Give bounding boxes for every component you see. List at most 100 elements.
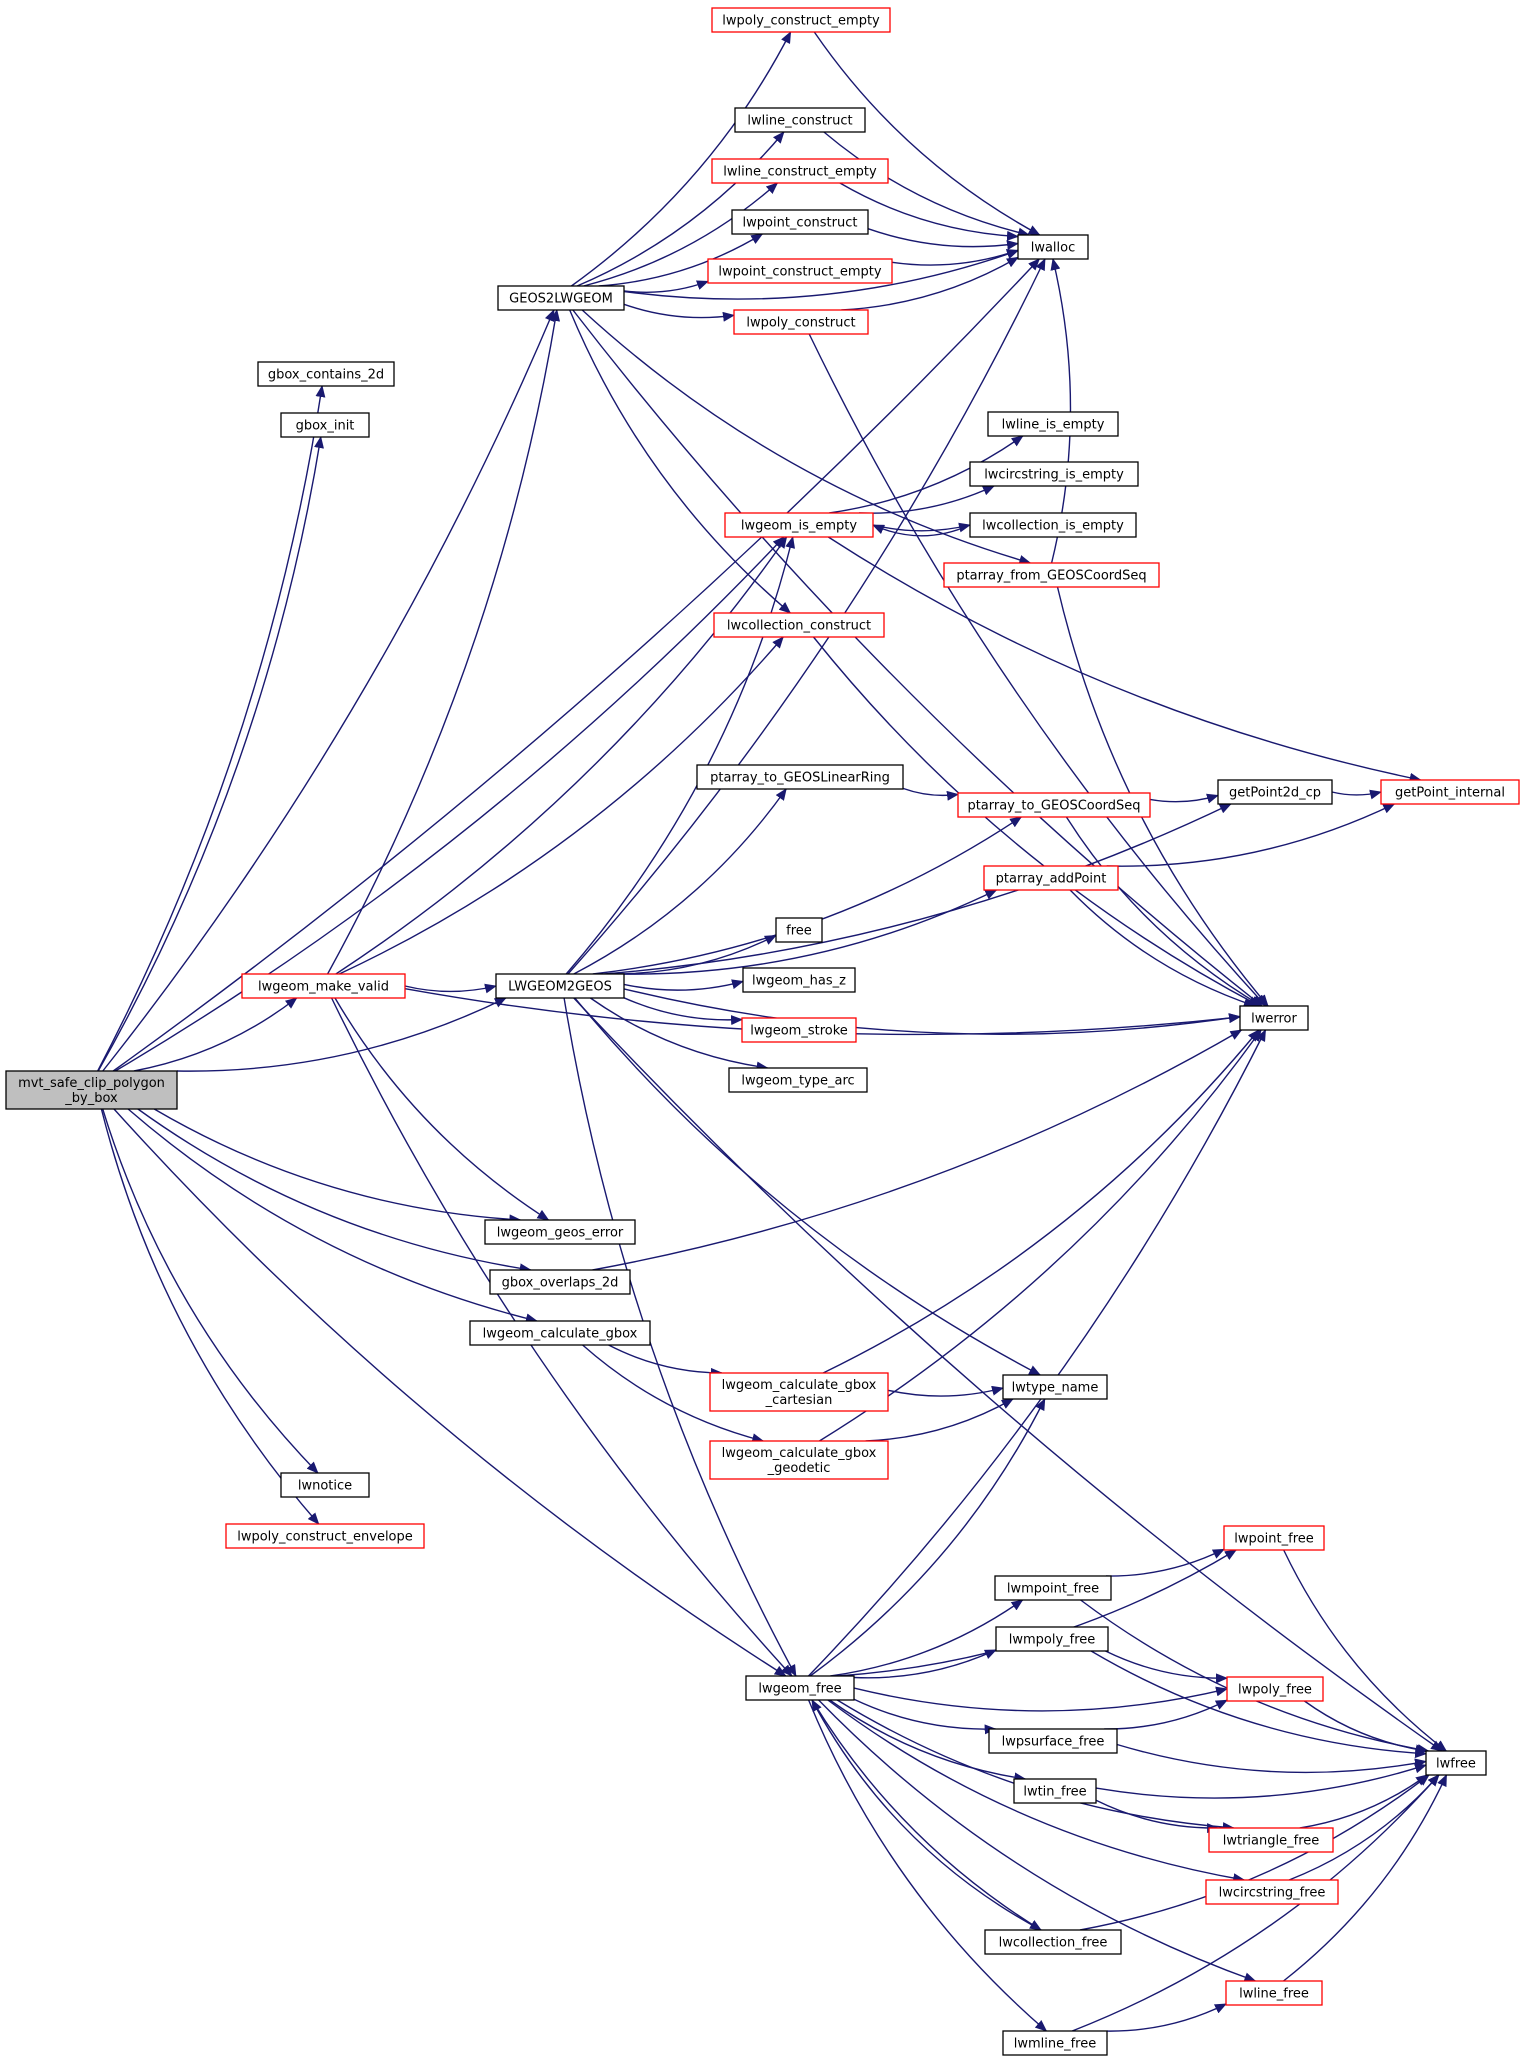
edge-lwgeom_free-to-lwerror (807, 1029, 1267, 1677)
node-GEOS2LWGEOM[interactable]: GEOS2LWGEOM (497, 285, 625, 311)
node-lwpoly_construct_envelope[interactable]: lwpoly_construct_envelope (225, 1523, 425, 1549)
node-lwpoint_free[interactable]: lwpoint_free (1223, 1525, 1325, 1551)
node-label: ptarray_to_GEOSLinearRing (710, 771, 890, 786)
edge-lwpoly_construct_empty-to-lwalloc (813, 31, 1041, 236)
node-gbox_overlaps_2d[interactable]: gbox_overlaps_2d (489, 1269, 631, 1295)
node-ptarray_addPoint[interactable]: ptarray_addPoint (983, 865, 1119, 891)
edge-mvt_safe_clip-to-lwgeom_geos_error (153, 1108, 522, 1225)
node-ptarray_from_GEOSCoordSeq[interactable]: ptarray_from_GEOSCoordSeq (943, 562, 1160, 588)
node-label: lwgeom_free (758, 1682, 841, 1697)
node-getPoint_internal[interactable]: getPoint_internal (1380, 779, 1520, 805)
edge-line (623, 249, 1019, 300)
node-lwgeom_stroke[interactable]: lwgeom_stroke (741, 1017, 857, 1043)
node-gbox_init[interactable]: gbox_init (280, 412, 370, 438)
edge-line (853, 1686, 1228, 1712)
node-LWGEOM2GEOS[interactable]: LWGEOM2GEOS (495, 973, 625, 999)
edge-lwgeom_calculate_gbox_geodetic-to-lwtype_name (865, 1398, 1014, 1442)
node-lwgeom_is_empty[interactable]: lwgeom_is_empty (724, 512, 874, 538)
node-lwline_construct[interactable]: lwline_construct (734, 107, 866, 133)
node-lwnotice[interactable]: lwnotice (280, 1472, 370, 1498)
edge-line (1095, 1799, 1220, 1834)
node-lwcircstring_is_empty[interactable]: lwcircstring_is_empty (969, 461, 1139, 487)
node-lwtin_free[interactable]: lwtin_free (1013, 1778, 1097, 1804)
edge-line (573, 997, 1444, 1752)
edge-line (563, 997, 797, 1677)
edge-line (837, 1549, 1237, 1677)
node-lwgeom_free[interactable]: lwgeom_free (745, 1675, 855, 1701)
edge-line (1303, 1700, 1428, 1755)
edge-line (589, 997, 769, 1072)
node-lwgeom_calculate_gbox_geodetic[interactable]: lwgeom_calculate_gbox_geodetic (709, 1440, 889, 1480)
edge-line (574, 997, 1042, 1376)
node-ptarray_to_GEOSCoordSeq[interactable]: ptarray_to_GEOSCoordSeq (957, 792, 1151, 818)
node-lwpsurface_free[interactable]: lwpsurface_free (988, 1728, 1118, 1754)
node-lwgeom_geos_error[interactable]: lwgeom_geos_error (484, 1219, 636, 1245)
node-lwpoly_construct_empty[interactable]: lwpoly_construct_empty (711, 7, 891, 33)
edge-lwgeom_is_empty-to-lwline_is_empty (829, 435, 1024, 514)
edge-line (807, 1029, 1267, 1677)
node-lwgeom_calculate_gbox[interactable]: lwgeom_calculate_gbox (469, 1320, 651, 1346)
node-lwcollection_is_empty[interactable]: lwcollection_is_empty (969, 512, 1137, 538)
edge-LWGEOM2GEOS-to-ptarray_to_GEOSCoordSeq (592, 816, 1023, 975)
edge-line (137, 1108, 532, 1274)
node-lwline_is_empty[interactable]: lwline_is_empty (987, 411, 1119, 437)
node-label: gbox_init (296, 419, 355, 434)
node-getPoint2d_cp[interactable]: getPoint2d_cp (1217, 779, 1333, 805)
node-lwerror[interactable]: lwerror (1239, 1005, 1309, 1031)
edge-line (813, 31, 1041, 236)
node-box (731, 209, 869, 235)
node-lwmpoint_free[interactable]: lwmpoint_free (994, 1575, 1112, 1601)
node-label: lwtype_name (1012, 1381, 1099, 1396)
node-lwalloc[interactable]: lwalloc (1017, 234, 1089, 260)
edge-line (808, 333, 1267, 1007)
node-lwmpoly_free[interactable]: lwmpoly_free (995, 1626, 1109, 1652)
node-lwgeom_calculate_gbox_cartesian[interactable]: lwgeom_calculate_gbox_cartesian (709, 1372, 889, 1412)
node-box (1225, 1980, 1323, 2006)
node-lwpoint_construct_empty[interactable]: lwpoint_construct_empty (707, 258, 893, 284)
edge-getPoint2d_cp-to-getPoint_internal (1331, 789, 1382, 800)
node-box (987, 411, 1119, 437)
node-free[interactable]: free (775, 917, 823, 943)
node-label: lwcircstring_is_empty (984, 468, 1124, 483)
edge-lwgeom_make_valid-to-lwgeom_geos_error (334, 997, 550, 1221)
edge-GEOS2LWGEOM-to-lwpoint_construct (598, 233, 764, 287)
node-box (943, 562, 1160, 588)
node-lwgeom_has_z[interactable]: lwgeom_has_z (742, 967, 856, 993)
edge-mvt_safe_clip-to-lwalloc (112, 258, 1040, 1072)
node-lwmline_free[interactable]: lwmline_free (1002, 2030, 1108, 2056)
edge-mvt_safe_clip-to-lwgeom_free (113, 1108, 787, 1677)
edge-line (902, 787, 959, 801)
node-box (713, 612, 885, 638)
node-box (994, 1575, 1112, 1601)
edge-line (872, 524, 971, 537)
node-lwline_free[interactable]: lwline_free (1225, 1980, 1323, 2006)
node-lwcollection_free[interactable]: lwcollection_free (984, 1929, 1122, 1955)
edge-line (829, 1699, 1027, 1783)
node-lwcircstring_free[interactable]: lwcircstring_free (1205, 1879, 1339, 1905)
edge-lwpsurface_free-to-lwfree (1116, 1743, 1427, 1774)
node-label: gbox_contains_2d (268, 368, 384, 383)
node-box (741, 1017, 857, 1043)
node-lwpoly_free[interactable]: lwpoly_free (1226, 1676, 1324, 1702)
edge-lwgeom_is_empty-to-lwcircstring_is_empty (858, 485, 995, 514)
node-box (734, 107, 866, 133)
node-lwfree[interactable]: lwfree (1425, 1750, 1487, 1776)
edge-line (623, 303, 735, 322)
edge-lwgeom_make_valid-to-lwgeom_free (330, 997, 793, 1677)
node-lwtype_name[interactable]: lwtype_name (1002, 1374, 1108, 1400)
node-lwcollection_construct[interactable]: lwcollection_construct (713, 612, 885, 638)
node-lwline_construct_empty[interactable]: lwline_construct_empty (711, 158, 889, 184)
node-mvt_safe_clip[interactable]: mvt_safe_clip_polygon_by_box (5, 1070, 178, 1110)
node-lwpoint_construct[interactable]: lwpoint_construct (731, 209, 869, 235)
node-label: gbox_overlaps_2d (502, 1276, 619, 1291)
edge-lwline_free-to-lwfree (1283, 1774, 1448, 1982)
node-lwgeom_make_valid[interactable]: lwgeom_make_valid (241, 973, 406, 999)
node-lwgeom_type_arc[interactable]: lwgeom_type_arc (728, 1067, 868, 1093)
edge-line (841, 256, 1019, 311)
node-ptarray_to_GEOSLinearRing[interactable]: ptarray_to_GEOSLinearRing (696, 764, 904, 790)
node-lwtriangle_free[interactable]: lwtriangle_free (1208, 1827, 1334, 1853)
node-lwpoly_construct[interactable]: lwpoly_construct (733, 309, 869, 335)
node-gbox_contains_2d[interactable]: gbox_contains_2d (257, 361, 395, 387)
edge-line (827, 1699, 1246, 1884)
edge-line (818, 1699, 1257, 1982)
